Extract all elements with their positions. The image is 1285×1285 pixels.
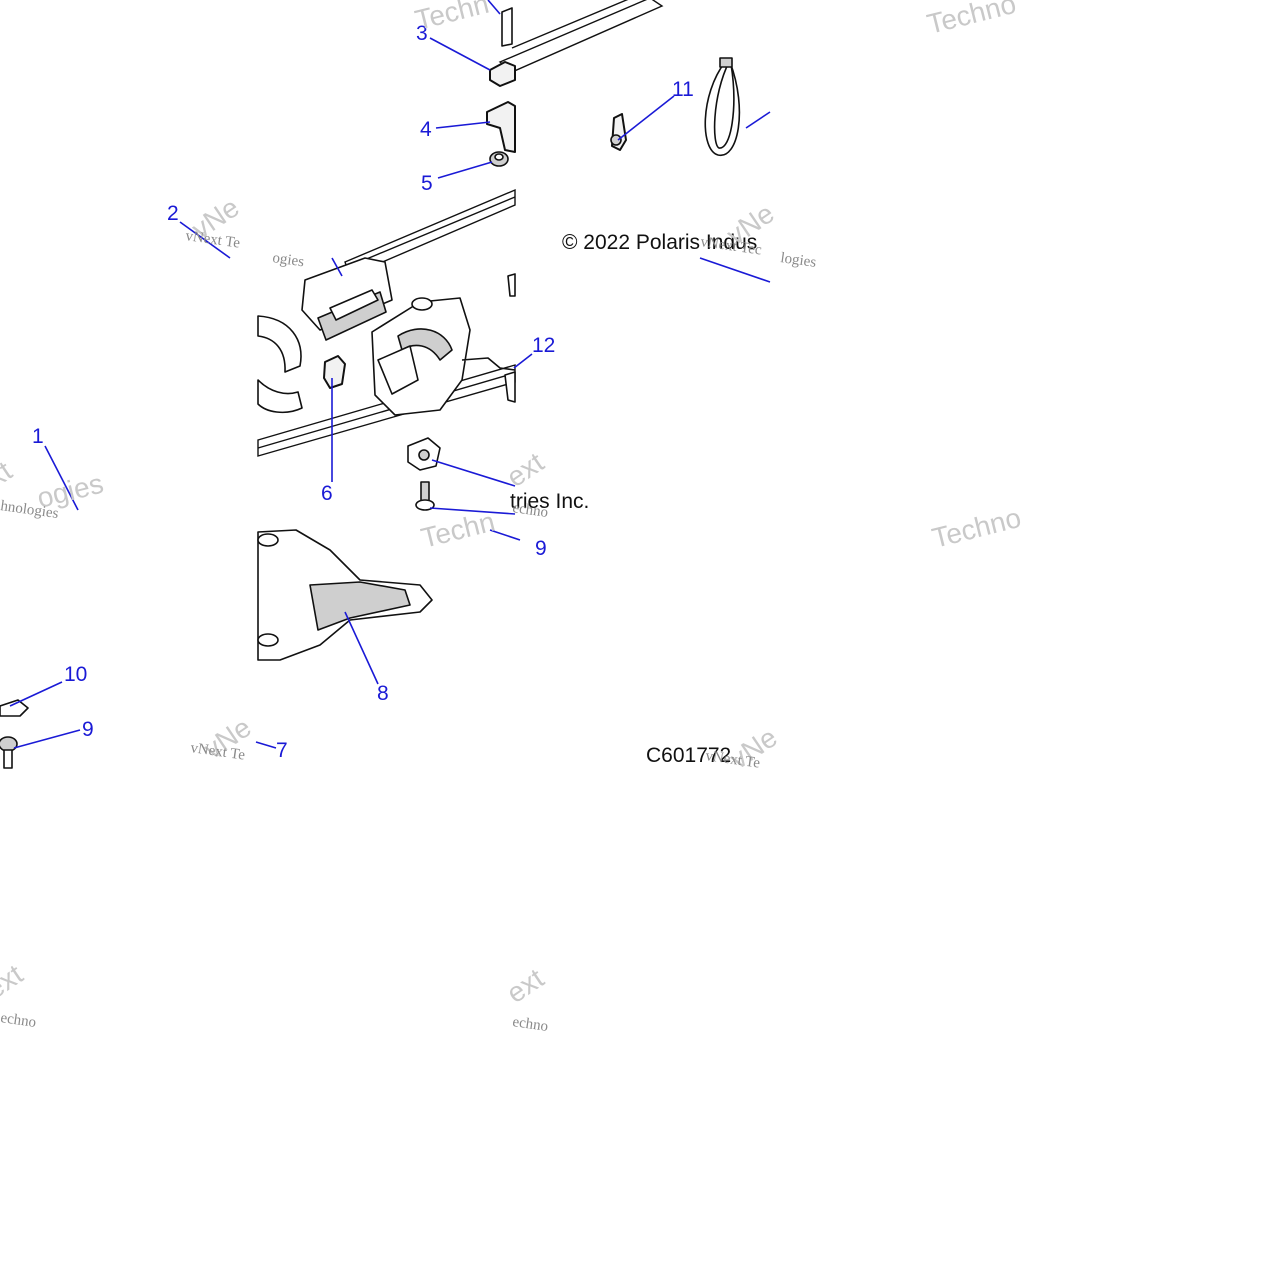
watermark-brand: Techn: [418, 506, 498, 554]
callout-7: 7: [276, 739, 288, 762]
grommet: [407, 437, 441, 471]
watermark-hnologies: hnologies: [0, 498, 60, 522]
callout-10: 10: [64, 663, 87, 686]
watermark-logies: logies: [779, 250, 817, 271]
callout-6: 6: [321, 482, 333, 505]
callout-11: 11: [672, 78, 694, 101]
watermark-brand: Techn: [412, 0, 492, 36]
copyright-fragment: tries Inc.: [510, 490, 589, 513]
housing-cover: [301, 257, 393, 341]
part-5-nut: [489, 151, 509, 167]
watermark-technolo: echno: [511, 1014, 549, 1035]
watermark-technolo: echno: [0, 1010, 37, 1031]
part-9-left-screw: [0, 736, 18, 769]
panel-crops: [0, 0, 257, 256]
watermark-vnext-text: vNext Te: [184, 228, 241, 252]
cable-tie: [704, 57, 741, 156]
copyright-text: © 2022 Polaris Indus: [562, 231, 757, 254]
watermark-ext: ext: [0, 958, 29, 1005]
part-12-connector: [504, 273, 516, 403]
clamp-half: [257, 315, 303, 414]
part-6-clip: [323, 355, 346, 389]
watermark-ext: ext: [501, 446, 549, 493]
callout-9-center: 9: [535, 537, 547, 560]
part-8-lever: [257, 529, 433, 661]
switch-housing: [371, 297, 516, 416]
callout-3: 3: [416, 22, 428, 45]
watermark-vnext-text: vNext Te: [189, 740, 246, 764]
watermark-ext: ext: [501, 962, 549, 1009]
watermark-xt: xt: [0, 455, 18, 493]
callout-2: 2: [167, 202, 179, 225]
watermark-brand: Techno: [929, 502, 1024, 554]
callout-5: 5: [421, 172, 433, 195]
watermark-technolo: echno: [511, 500, 549, 521]
watermark-vnext-text: vNext Te: [704, 748, 761, 772]
watermark-brand: Techno: [924, 0, 1019, 40]
callout-12: 12: [532, 334, 555, 357]
part-10-left-plate: [0, 699, 29, 717]
part-11-clip: [610, 113, 627, 151]
callout-1: 1: [32, 425, 44, 448]
callout-9-left: 9: [82, 718, 94, 741]
figure-id: C601772: [646, 744, 731, 767]
upper-rail: [498, 0, 664, 73]
callout-4: 4: [420, 118, 432, 141]
part-4-clamp: [486, 101, 516, 153]
part-3-bracket: [489, 7, 516, 87]
watermark-ogies: ogies: [271, 250, 305, 270]
callout-8: 8: [377, 682, 389, 705]
leader-lines: [9, 0, 771, 749]
screw-center: [415, 481, 435, 511]
